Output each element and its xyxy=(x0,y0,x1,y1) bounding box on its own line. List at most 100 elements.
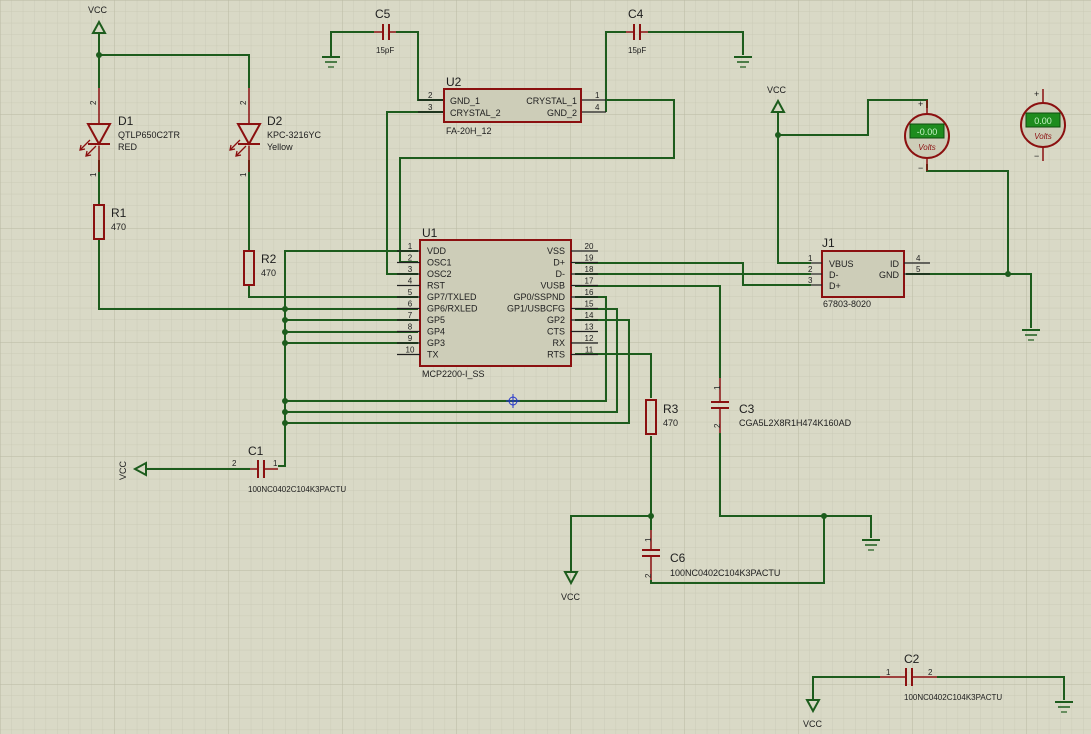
capacitor-c3[interactable]: 1 2 C3 CGA5L2X8R1H474K160AD xyxy=(711,378,852,433)
d1-pin-top: 2 xyxy=(89,100,98,105)
wire-c2-gnd[interactable] xyxy=(937,676,1065,700)
j1-rpin-name-1: GND xyxy=(879,270,900,280)
resistor-r3[interactable]: R3 470 xyxy=(645,399,679,435)
wire-vdd-c1[interactable] xyxy=(278,250,418,467)
capacitor-c2[interactable]: 1 2 C2 100NC0402C104K3PACTU xyxy=(880,652,1002,702)
voltmeter-1-plus: + xyxy=(918,99,923,109)
wire-c6-gnd[interactable] xyxy=(650,516,825,584)
j1-lpin-name-0: VBUS xyxy=(829,259,854,269)
j1-lpin-num-2: 3 xyxy=(808,276,813,285)
wire-c6-vcc[interactable] xyxy=(570,515,651,572)
c3-pin-a: 1 xyxy=(713,385,722,390)
c6-pin-a: 1 xyxy=(644,537,653,542)
u1-left-pin-num: 6 xyxy=(408,300,413,309)
capacitor-c6[interactable]: 1 2 C6 100NC0402C104K3PACTU xyxy=(642,530,780,580)
ground-j1 xyxy=(1022,329,1040,341)
wire-c4-u2[interactable] xyxy=(605,31,626,112)
j1-lpin-num-0: 1 xyxy=(808,254,813,263)
r1-value: 470 xyxy=(111,222,126,232)
wire-c2-vcc[interactable] xyxy=(812,676,880,700)
u1-left-pin-name: VDD xyxy=(427,246,447,256)
wire-r2-gp7[interactable] xyxy=(248,286,418,298)
voltmeter-2-display: 0.00 xyxy=(1034,116,1052,126)
c3-pin-b: 2 xyxy=(713,423,722,428)
u2-part: FA-20H_12 xyxy=(446,126,492,136)
u1-right-pin-num: 19 xyxy=(585,254,594,263)
voltmeter-2[interactable]: 0.00 Volts + − xyxy=(1020,89,1066,161)
wire-gp2-loop[interactable] xyxy=(285,319,630,424)
ground-c2 xyxy=(1055,701,1073,713)
u1-left-pin-name: GP3 xyxy=(427,338,445,348)
j1-rpin-name-0: ID xyxy=(890,259,900,269)
wire-c4-gnd[interactable] xyxy=(648,31,744,55)
wire-vusb-c3[interactable] xyxy=(575,285,721,378)
vcc-label: VCC xyxy=(118,460,128,480)
diode-d1[interactable]: 2 1 D1 QTLP650C2TR RED xyxy=(79,88,181,177)
d2-value: Yellow xyxy=(267,142,293,152)
wire-vcc-diodes[interactable] xyxy=(98,32,250,88)
u1-ref: U1 xyxy=(422,226,438,240)
vcc-terminal-c2[interactable]: VCC xyxy=(803,699,823,729)
u1-left-pin-name: OSC2 xyxy=(427,269,452,279)
j1-rpin-num-1: 5 xyxy=(916,265,921,274)
capacitor-c5[interactable]: C5 15pF xyxy=(374,7,396,55)
capacitor-c1[interactable]: 2 1 C1 100NC0402C104K3PACTU xyxy=(232,444,346,494)
c6-ref: C6 xyxy=(670,551,686,565)
wire-c3-gnd[interactable] xyxy=(719,433,872,538)
u1-right-pin-num: 18 xyxy=(585,265,594,274)
c1-pin-a: 2 xyxy=(232,459,237,468)
u1-right-pin-name: GP0/SSPND xyxy=(513,292,565,302)
u1-right-pin-name: GP2 xyxy=(547,315,565,325)
j1-lpin-num-1: 2 xyxy=(808,265,813,274)
r2-value: 470 xyxy=(261,268,276,278)
wire-rts-r3[interactable] xyxy=(575,353,652,398)
u2-lpin-num-0: 2 xyxy=(428,91,433,100)
j1-ref: J1 xyxy=(822,236,835,250)
c1-ref: C1 xyxy=(248,444,264,458)
wire-c5-gnd[interactable] xyxy=(330,31,374,44)
wire-j1-gnd[interactable] xyxy=(906,273,1032,328)
c1-value: 100NC0402C104K3PACTU xyxy=(248,485,346,494)
r3-ref: R3 xyxy=(663,402,679,416)
u1-right-pin-num: 20 xyxy=(585,242,594,251)
c1-pin-b: 1 xyxy=(273,459,278,468)
vcc-terminal-top-left[interactable]: VCC xyxy=(88,5,108,34)
u1-right-pin-name: CTS xyxy=(547,327,565,337)
vcc-terminal-c6[interactable]: VCC xyxy=(561,571,581,602)
resistor-r1[interactable]: R1 470 xyxy=(93,204,127,240)
c2-ref: C2 xyxy=(904,652,920,666)
resistor-r2[interactable]: R2 470 xyxy=(243,250,277,286)
vcc-terminal-j1[interactable]: VCC xyxy=(767,85,787,113)
d2-ref: D2 xyxy=(267,114,283,128)
c3-value: CGA5L2X8R1H474K160AD xyxy=(739,418,852,428)
ic-u2[interactable]: U2 FA-20H_12 2 3 GND_1 CRYSTAL_2 1 4 CRY… xyxy=(418,75,606,136)
voltmeter-1-unit: Volts xyxy=(918,143,936,152)
capacitor-c4[interactable]: C4 15pF xyxy=(626,7,648,55)
d2-pin-bottom: 1 xyxy=(239,172,248,177)
j1-lpin-name-2: D+ xyxy=(829,281,841,291)
voltmeter-1[interactable]: -0.00 Volts + − xyxy=(904,99,950,173)
voltmeter-2-unit: Volts xyxy=(1034,132,1052,141)
wire-r1-gp6[interactable] xyxy=(98,240,418,310)
u1-part: MCP2200-I_SS xyxy=(422,369,485,379)
u1-left-pin-num: 9 xyxy=(408,334,413,343)
voltmeter-1-display: -0.00 xyxy=(917,127,938,137)
u1-left-pin-name: RST xyxy=(427,281,446,291)
u1-right-pin-num: 17 xyxy=(585,277,594,286)
connector-j1[interactable]: J1 67803-8020 1 2 3 VBUS D- D+ 4 5 ID GN… xyxy=(808,236,930,309)
junctions xyxy=(96,52,1011,519)
vcc-terminal-c1[interactable]: VCC xyxy=(118,460,147,480)
voltmeter-2-plus: + xyxy=(1034,89,1039,99)
u1-left-pin-name: GP7/TXLED xyxy=(427,292,477,302)
u1-left-pin-num: 4 xyxy=(408,277,413,286)
wire-vbus-vcc[interactable] xyxy=(777,113,811,264)
c4-value: 15pF xyxy=(628,46,646,55)
u1-right-pin-num: 13 xyxy=(585,323,594,332)
d2-part: KPC-3216YC xyxy=(267,130,322,140)
u1-right-pin-name: D- xyxy=(556,269,566,279)
d1-part: QTLP650C2TR xyxy=(118,130,181,140)
diode-d2[interactable]: 2 1 D2 KPC-3216YC Yellow xyxy=(229,88,322,177)
r1-ref: R1 xyxy=(111,206,127,220)
